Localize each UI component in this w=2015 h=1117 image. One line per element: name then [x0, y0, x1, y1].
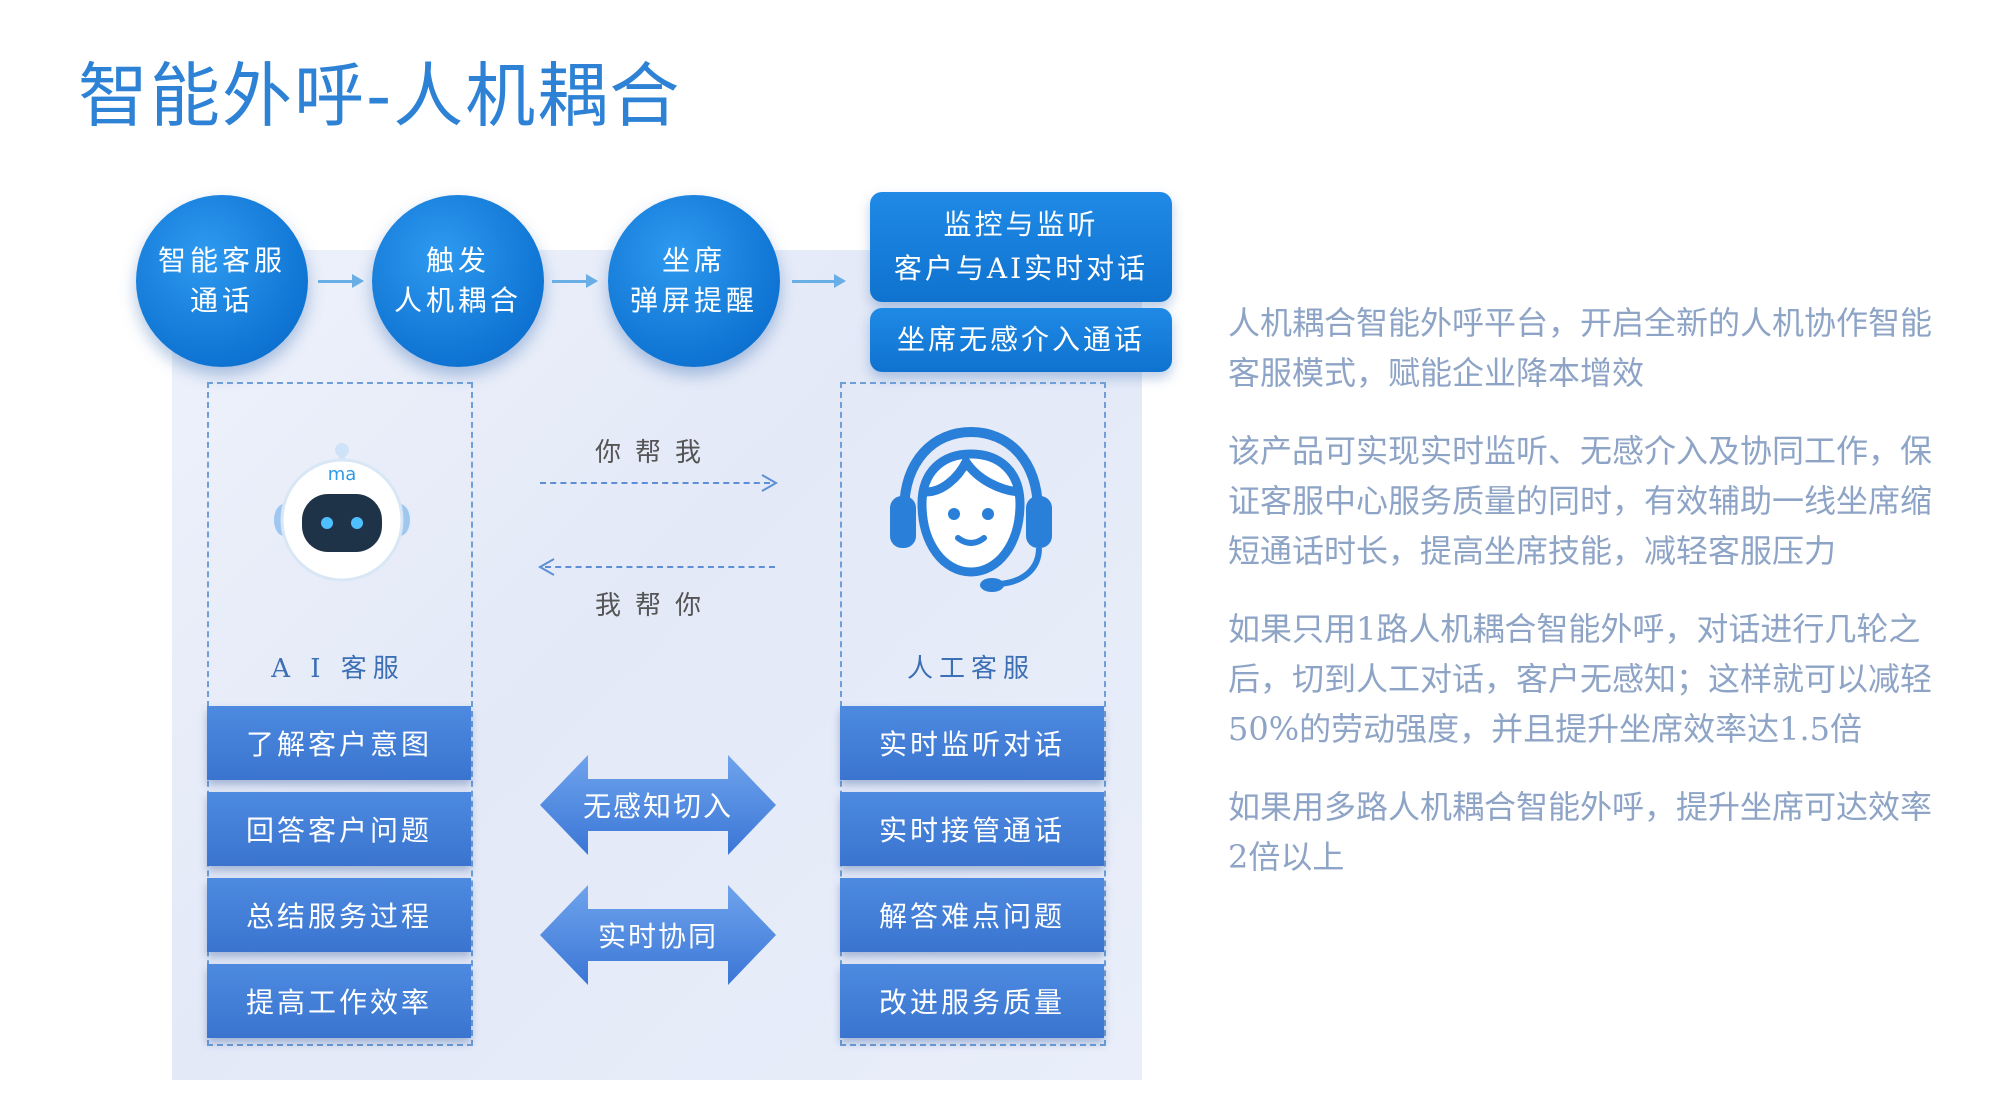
double-arrow-switch-icon [540, 755, 776, 855]
flow-arrow-icon [318, 274, 364, 288]
human-feature-2: 实时接管通话 [840, 792, 1104, 866]
step-intervene-box: 坐席无感介入通话 [870, 308, 1172, 372]
step-monitor-box: 监控与监听 客户与AI实时对话 [870, 192, 1172, 302]
monitor-line-1: 监控与监听 [943, 208, 1099, 241]
headset-agent-icon [890, 426, 1052, 592]
intervene-label: 坐席无感介入通话 [896, 323, 1145, 356]
page-title: 智能外呼-人机耦合 [78, 55, 682, 137]
arrow-right-icon [761, 474, 779, 492]
ai-feature-2: 回答客户问题 [207, 792, 471, 866]
ai-feature-3: 总结服务过程 [207, 878, 471, 952]
description-paragraph-3: 如果只用1路人机耦合智能外呼，对话进行几轮之后，切到人工对话，客户无感知；这样就… [1228, 610, 1933, 748]
description-paragraph-2: 该产品可实现实时监听、无感介入及协同工作，保证客服中心服务质量的同时，有效辅助一… [1228, 432, 1933, 570]
dashed-arrow-right [540, 482, 770, 484]
robot-logo-text: ma [328, 464, 357, 485]
ai-feature-1: 了解客户意图 [207, 706, 471, 780]
double-arrow-collab-icon [540, 885, 776, 985]
ai-column-label: A I 客服 [271, 654, 405, 684]
switch-label: 无感知切入 [582, 790, 733, 823]
arrow-left-icon [537, 558, 555, 576]
you-help-me-label: 你帮我 [594, 438, 715, 468]
step-agent-popup: 坐席 弹屏提醒 [608, 195, 780, 367]
step-smart-service-call: 智能客服 通话 [136, 195, 308, 367]
flow-arrow-icon [792, 274, 846, 288]
monitor-line-2: 客户与AI实时对话 [893, 252, 1149, 285]
description-paragraph-1: 人机耦合智能外呼平台，开启全新的人机协作智能客服模式，赋能企业降本增效 [1228, 304, 1933, 392]
description-block: 人机耦合智能外呼平台，开启全新的人机协作智能客服模式，赋能企业降本增效 该产品可… [1228, 298, 1943, 882]
description-paragraph-4: 如果用多路人机耦合智能外呼，提升坐席可达效率2倍以上 [1228, 788, 1933, 876]
human-feature-1: 实时监听对话 [840, 706, 1104, 780]
step-trigger-coupling: 触发 人机耦合 [372, 195, 544, 367]
dashed-arrow-left [545, 566, 775, 568]
collab-label: 实时协同 [597, 920, 718, 953]
human-column-label: 人工客服 [906, 654, 1035, 684]
human-feature-3: 解答难点问题 [840, 878, 1104, 952]
flow-arrow-icon [552, 274, 598, 288]
ai-feature-4: 提高工作效率 [207, 964, 471, 1038]
i-help-you-label: 我帮你 [594, 591, 715, 621]
human-feature-4: 改进服务质量 [840, 964, 1104, 1038]
robot-icon: ma [274, 443, 410, 582]
